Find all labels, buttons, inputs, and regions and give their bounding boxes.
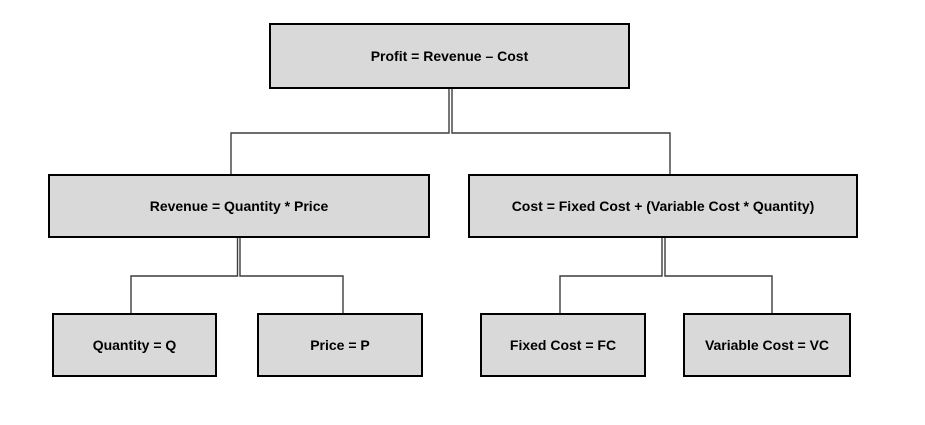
connector-profit-cost (451, 89, 671, 174)
node-fixed-cost-label: Fixed Cost = FC (509, 336, 617, 353)
node-quantity: Quantity = Q (52, 313, 217, 377)
connector-cost-variablecost (664, 238, 773, 313)
connector-cost-fixedcost (559, 238, 663, 313)
node-cost-label: Cost = Fixed Cost + (Variable Cost * Qua… (511, 197, 815, 214)
node-profit-label: Profit = Revenue – Cost (370, 47, 529, 64)
node-quantity-label: Quantity = Q (92, 336, 177, 353)
connector-profit-revenue (230, 89, 450, 174)
node-cost: Cost = Fixed Cost + (Variable Cost * Qua… (468, 174, 858, 238)
node-profit: Profit = Revenue – Cost (269, 23, 630, 89)
connector-revenue-quantity (130, 238, 239, 313)
node-variable-cost: Variable Cost = VC (683, 313, 851, 377)
node-price: Price = P (257, 313, 423, 377)
node-revenue: Revenue = Quantity * Price (48, 174, 430, 238)
connector-revenue-price (239, 238, 344, 313)
node-revenue-label: Revenue = Quantity * Price (149, 197, 329, 214)
node-price-label: Price = P (310, 336, 370, 353)
node-fixed-cost: Fixed Cost = FC (480, 313, 646, 377)
node-variable-cost-label: Variable Cost = VC (704, 336, 830, 353)
